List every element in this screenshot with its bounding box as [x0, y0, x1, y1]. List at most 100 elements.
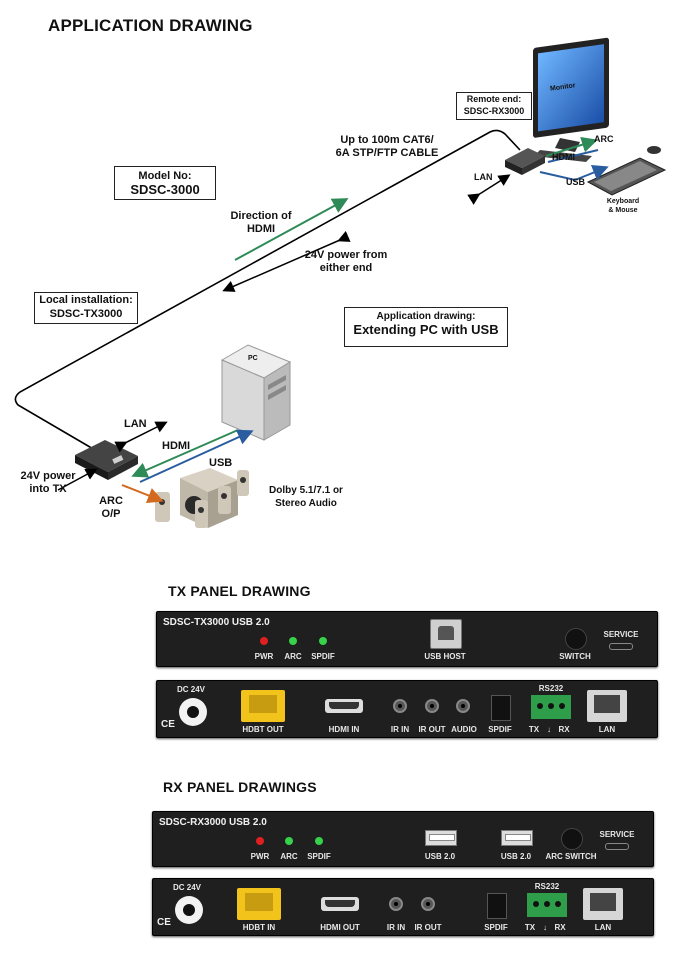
rx-ir-in-jack — [389, 897, 403, 911]
power-arrow — [222, 230, 351, 292]
dc-label: DC 24V — [176, 685, 205, 694]
rx-service-port — [605, 843, 629, 850]
rx-ir-out-label: IR OUT — [414, 923, 442, 932]
rx-lan-label: LAN — [594, 923, 612, 932]
usb1-label: USB 2.0 — [424, 852, 456, 861]
keyboard-label: Keyboard& Mouse — [606, 198, 640, 214]
hdmi-port — [325, 699, 363, 713]
ir-out-jack — [425, 699, 439, 713]
dc-jack — [179, 698, 207, 726]
rx-ce-mark: CE — [157, 917, 171, 928]
rs232-ground-label: ↓ — [547, 725, 551, 734]
speakers-icon — [155, 468, 249, 528]
usb-a-port-1 — [425, 830, 457, 846]
page-title: APPLICATION DRAWING — [48, 16, 253, 35]
lan-label: LAN — [598, 725, 616, 734]
keyboard-icon — [586, 146, 667, 196]
switch-label: SWITCH — [559, 652, 591, 661]
hdmi-arrow-local — [131, 429, 239, 478]
rx-hdmi-port — [321, 897, 359, 911]
pc-tower-icon — [220, 344, 292, 441]
hdmi-label-local: HDMI — [162, 440, 191, 452]
rx-front-title: SDSC-RX3000 USB 2.0 — [159, 817, 267, 828]
arc-label-remote: ARC — [594, 134, 614, 144]
rx-lan-port — [583, 888, 623, 920]
tx-front-panel: SDSC-TX3000 USB 2.0 PWR ARC SPDIF USB HO… — [156, 611, 658, 667]
rx-service-label: SERVICE — [599, 830, 635, 839]
lan-label-remote: LAN — [474, 172, 493, 182]
ir-in-label: IR IN — [390, 725, 410, 734]
cable-label: Up to 100m CAT6/6A STP/FTP CABLE — [335, 134, 439, 159]
usb-host-label: USB HOST — [424, 652, 466, 661]
audio-jack — [456, 699, 470, 713]
rx-dc-label: DC 24V — [172, 883, 201, 892]
tx-front-title: SDSC-TX3000 USB 2.0 — [163, 617, 270, 628]
rx-arc-label: ARC — [280, 852, 298, 861]
rx-rs232-terminal — [527, 893, 567, 917]
rx-rs232-label: RS232 — [534, 882, 560, 891]
rx-front-panel: SDSC-RX3000 USB 2.0 PWR ARC SPDIF USB 2.… — [152, 811, 654, 867]
ir-out-label: IR OUT — [418, 725, 446, 734]
monitor-icon — [533, 37, 609, 162]
rx-arc-led — [285, 837, 293, 845]
arc-arrow-remote — [545, 136, 598, 157]
model-box: Model No: SDSC-3000 — [114, 166, 216, 200]
usb-a-port-2 — [501, 830, 533, 846]
rx-pwr-label: PWR — [250, 852, 270, 861]
tx-device-icon — [75, 440, 138, 480]
rs232-rx-label: RX — [558, 725, 570, 734]
rx-rear-panel: DC 24V CE HDBT IN HDMI OUT IR IN IR OUT … — [152, 878, 654, 936]
spdif-label: SPDIF — [311, 652, 335, 661]
hdbt-label: HDBT OUT — [242, 725, 284, 734]
rs232-label: RS232 — [538, 684, 564, 693]
usb-b-port — [430, 619, 462, 649]
lan-arrow-local — [114, 421, 168, 453]
rx-spdif-port-label: SPDIF — [484, 923, 508, 932]
rx-section-title: RX PANEL DRAWINGS — [163, 779, 317, 795]
pc-label: PC — [248, 355, 258, 362]
arc-switch-label: ARC SWITCH — [545, 852, 597, 861]
usb-arrow-local — [139, 429, 254, 483]
usb-label-remote: USB — [566, 177, 586, 187]
rx-rs232-ground-label: ↓ — [543, 923, 547, 932]
service-port — [609, 643, 633, 650]
application-diagram — [14, 37, 667, 528]
switch-button[interactable] — [565, 628, 587, 650]
rx-pwr-led — [256, 837, 264, 845]
remote-box: Remote end: SDSC-RX3000 — [456, 92, 532, 120]
pwr-led — [260, 637, 268, 645]
arc-switch-button[interactable] — [561, 828, 583, 850]
tx-section-title: TX PANEL DRAWING — [168, 583, 311, 599]
rx-dc-jack — [175, 896, 203, 924]
audio-label: AUDIO — [451, 725, 477, 734]
spdif-led — [319, 637, 327, 645]
lan-port — [587, 690, 627, 722]
tx-rear-panel: DC 24V CE HDBT OUT HDMI IN IR IN IR OUT … — [156, 680, 658, 738]
arc-arrow-local — [121, 484, 164, 504]
lan-arrow-remote — [467, 174, 511, 205]
rx-ir-out-jack — [421, 897, 435, 911]
rs232-tx-label: TX — [528, 725, 540, 734]
power-in-arrow — [57, 468, 98, 491]
spdif-port-label: SPDIF — [488, 725, 512, 734]
rx-spdif-led — [315, 837, 323, 845]
rx-hdbt-label: HDBT IN — [242, 923, 276, 932]
local-box: Local installation: SDSC-TX3000 — [34, 292, 138, 324]
hdmi-label: HDMI IN — [328, 725, 360, 734]
rx-spdif-port — [487, 893, 507, 919]
usb-label-local: USB — [209, 457, 233, 469]
usb-arrow-remote — [539, 165, 609, 182]
hdmi-label-remote: HDMI — [552, 152, 575, 162]
ir-in-jack — [393, 699, 407, 713]
pwr-label: PWR — [254, 652, 274, 661]
hdbt-port — [241, 690, 285, 722]
rx-hdmi-label: HDMI OUT — [320, 923, 360, 932]
rx-spdif-label: SPDIF — [307, 852, 331, 861]
rs232-terminal — [531, 695, 571, 719]
service-label: SERVICE — [603, 630, 639, 639]
spdif-port — [491, 695, 511, 721]
